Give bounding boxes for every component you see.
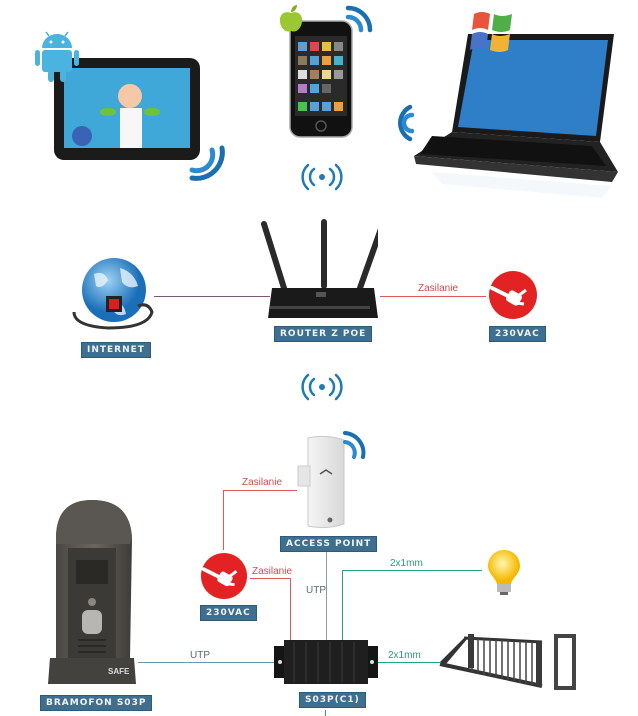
ap-utp-wire-label: UTP <box>306 585 326 596</box>
android-tablet <box>52 56 202 162</box>
lamp-wire-label: 2x1mm <box>390 558 423 569</box>
controller-power-cable <box>250 578 290 579</box>
router <box>258 218 385 322</box>
wireless-signal-icon <box>300 372 344 402</box>
controller-power-cable-vertical <box>290 578 291 640</box>
access-point-label: ACCESS POINT <box>280 536 378 552</box>
controller-power-wire-label: Zasilanie <box>252 566 293 577</box>
iphone <box>289 20 353 138</box>
wifi-wave-icon <box>188 142 228 184</box>
ap-power-cable <box>223 490 297 491</box>
apple-icon <box>278 4 304 34</box>
power-plug-icon <box>200 552 248 600</box>
wifi-wave-icon <box>342 430 366 460</box>
windows-laptop <box>412 32 618 198</box>
gate-cable <box>378 662 440 663</box>
power-top-label: 230VAC <box>489 326 546 342</box>
lamp-cable-vertical <box>342 570 343 640</box>
ap-power-wire-label: Zasilanie <box>242 477 283 488</box>
router-power-wire-label: Zasilanie <box>418 283 459 294</box>
controller-output-cable <box>325 710 326 716</box>
internet-label: INTERNET <box>81 342 151 358</box>
internet-globe-icon <box>68 256 158 336</box>
power-plug-icon <box>488 270 538 320</box>
intercom-door-station: SAFE <box>46 498 138 688</box>
ap-power-cable-vertical <box>223 490 224 550</box>
intercom-utp-wire-label: UTP <box>190 650 210 661</box>
ap-utp-cable <box>326 552 327 640</box>
windows-icon <box>468 10 516 54</box>
lamp-cable <box>342 570 482 571</box>
wifi-wave-icon <box>392 104 415 142</box>
wifi-wave-icon <box>344 4 374 34</box>
light-bulb-icon <box>486 548 522 596</box>
power-bottom-label: 230VAC <box>200 605 257 621</box>
internet-router-cable <box>154 296 270 297</box>
controller-label: S03P(C1) <box>299 692 366 708</box>
access-point <box>296 434 350 530</box>
intercom-utp-cable <box>138 662 274 663</box>
intercom-label: BRAMOFON S03P <box>40 695 153 711</box>
wireless-signal-icon <box>300 162 344 192</box>
android-icon <box>34 28 80 84</box>
router-label: ROUTER Z POE <box>274 326 373 342</box>
gate-wire-label: 2x1mm <box>388 650 421 661</box>
controller-box <box>274 640 378 686</box>
router-power-cable <box>380 296 486 297</box>
svg-text:SAFE: SAFE <box>108 667 130 676</box>
sliding-gate <box>438 624 588 696</box>
